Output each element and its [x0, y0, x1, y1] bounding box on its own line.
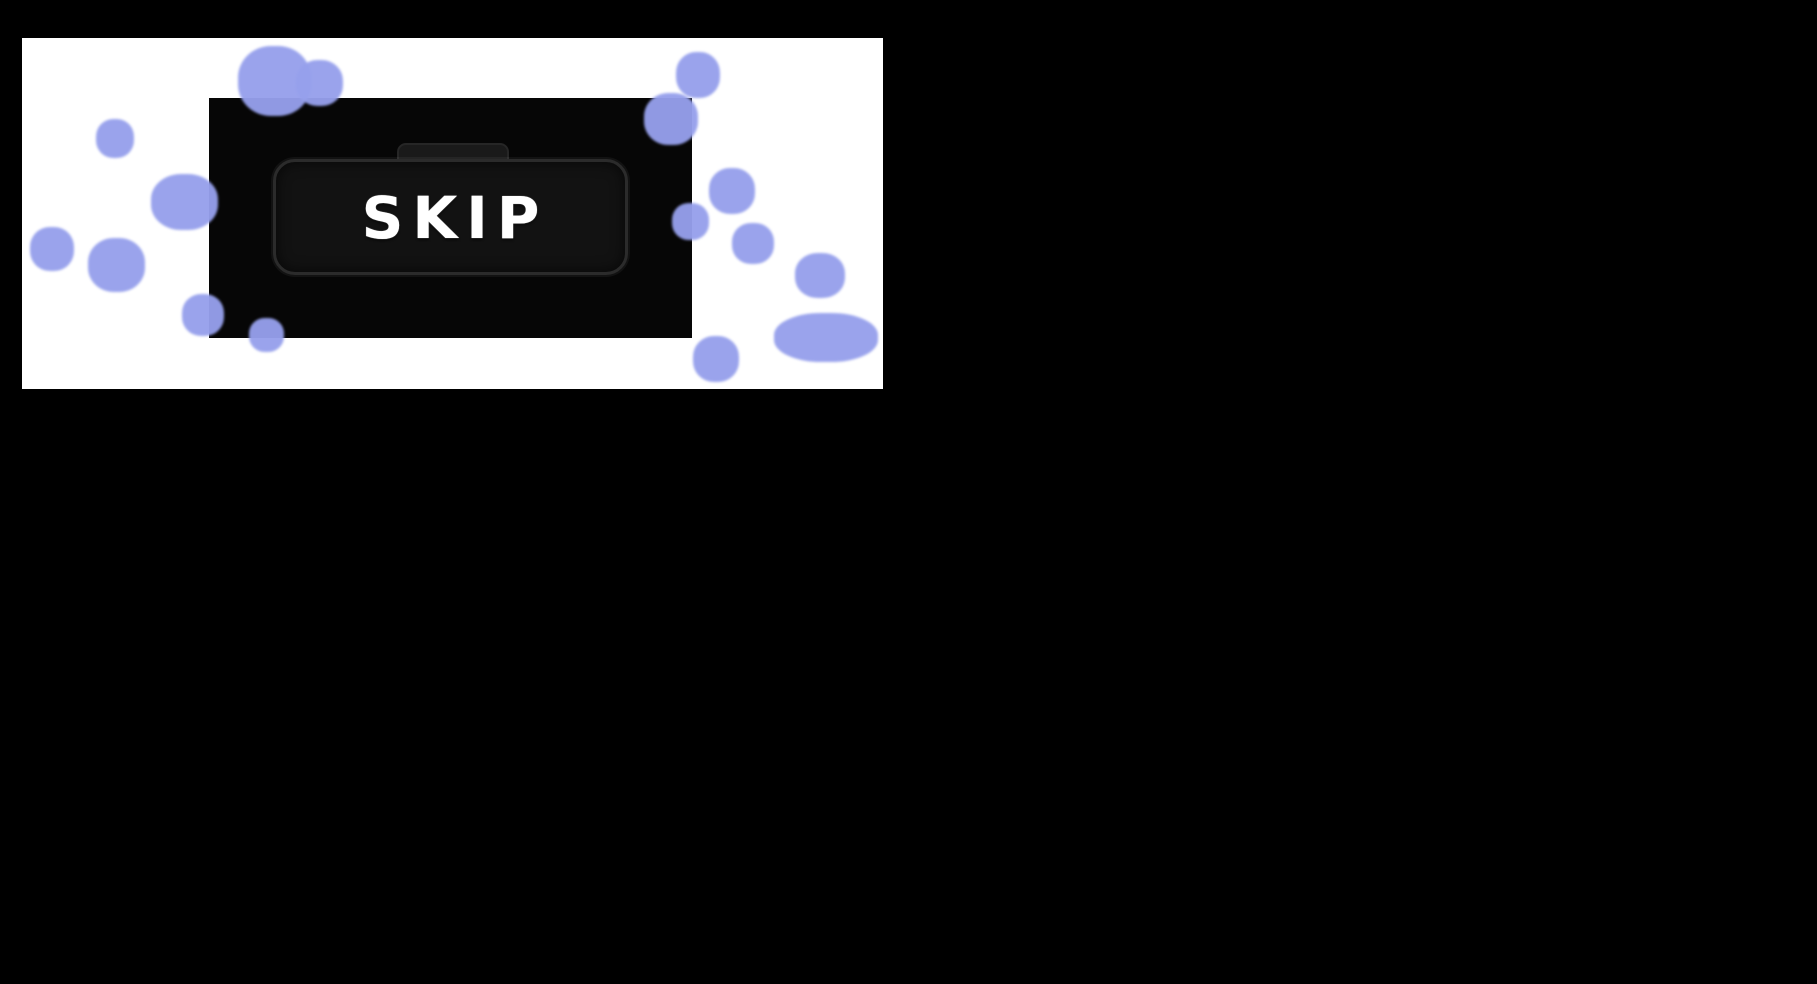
game-panel: SKIP	[22, 38, 883, 389]
dialog-backdrop: SKIP	[209, 98, 692, 338]
skip-button[interactable]: SKIP	[273, 159, 628, 275]
